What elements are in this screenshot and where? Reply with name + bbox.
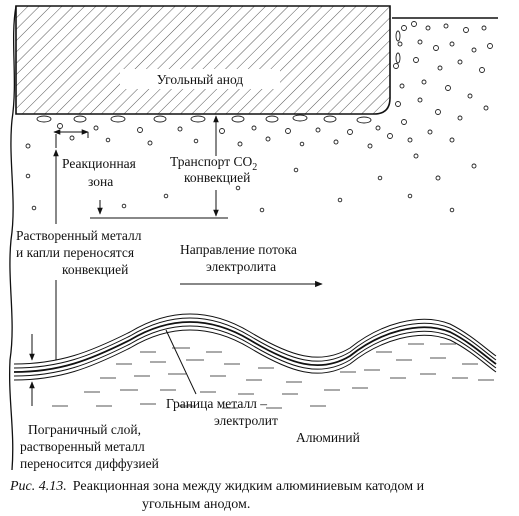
aluminium-label: Алюминий [296,430,360,445]
metal-electrolyte-interface [13,313,497,381]
carbon-anode: Угольный анод [15,5,391,115]
interface-pointer [165,329,197,395]
dissolved-metal-label: Растворенный металл и капли переносятся … [16,228,145,277]
figure-caption: Рис. 4.13.Реакционная зона между жидким … [9,477,428,512]
reaction-zone-label: Реакционная зона [62,156,139,189]
dissolved-metal-label-bg [14,224,168,280]
gas-bubbles [25,21,493,213]
boundary-layer-label: Пограничный слой, растворенный металл пе… [20,422,159,471]
flow-direction-label: Направление потока электролита [180,242,300,274]
cell-wall-left [9,5,17,471]
reaction-zone-markers [53,115,228,219]
metal-electrolyte-label: Граница металл – электролит [166,396,278,428]
co2-transport-label: Транспорт CO2 конвекцией [170,154,261,185]
anode-label: Угольный анод [157,72,244,87]
aluminium-hatching [52,343,494,409]
